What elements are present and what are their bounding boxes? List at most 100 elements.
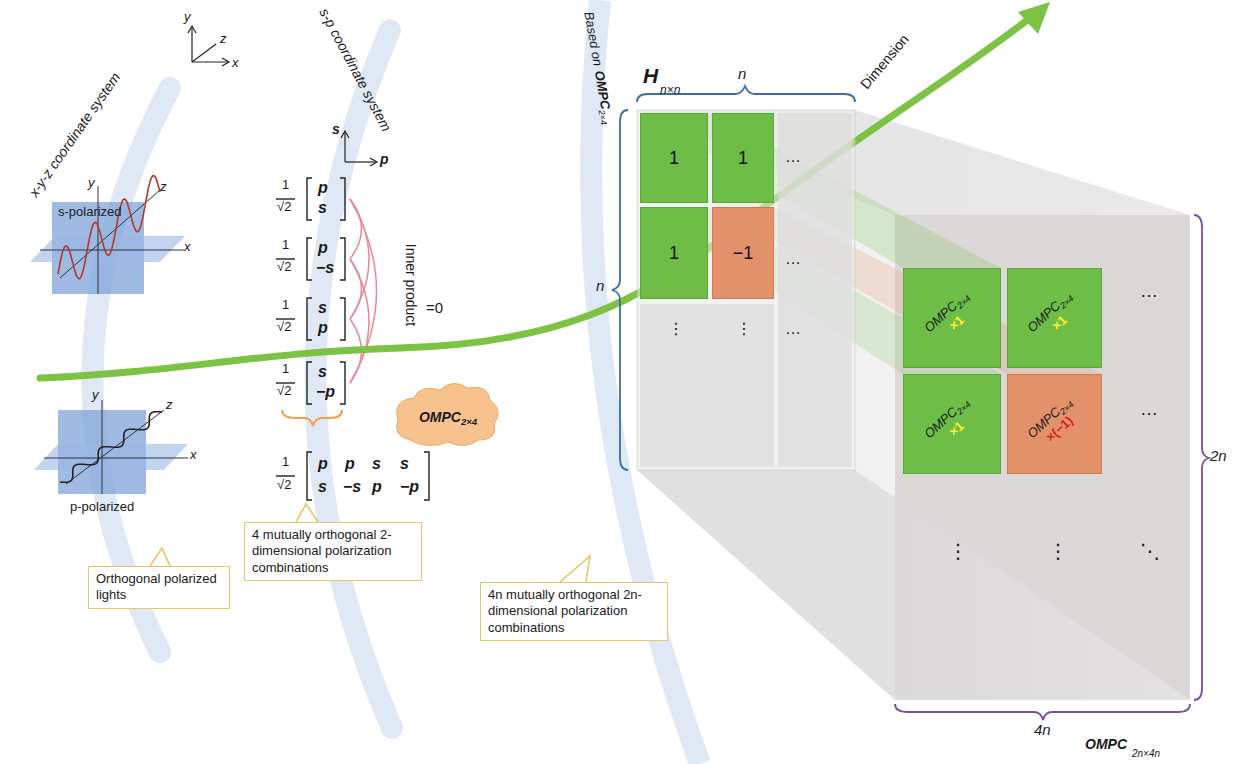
label: x: [190, 448, 197, 462]
brace: [1194, 215, 1209, 700]
node-sub: 2×4: [461, 416, 477, 427]
label: y: [184, 10, 191, 24]
label: x: [232, 56, 239, 70]
label: 1: [282, 178, 289, 192]
cloud-shape: [397, 383, 499, 445]
matrix-cell: −1: [712, 207, 774, 299]
inner-product-arcs: [350, 199, 377, 383]
label: p: [318, 179, 328, 197]
label: p: [318, 455, 328, 473]
matrix-cell: 1: [640, 113, 708, 203]
label: OMPC: [1085, 737, 1127, 752]
label: p: [380, 152, 389, 167]
node-text: 1: [738, 148, 748, 169]
brace: [612, 110, 628, 470]
front-slab: [637, 110, 855, 470]
label: …: [1140, 400, 1158, 420]
arrow-head: [1018, 2, 1050, 34]
label: √2: [277, 260, 291, 274]
label: 1: [282, 455, 289, 469]
grey-cells: [778, 113, 852, 467]
label: Dimension: [858, 32, 912, 93]
label: p: [318, 319, 328, 337]
node-text: Orthogonal polarized lights: [96, 571, 222, 604]
node-text: 1: [669, 243, 679, 264]
matrix-cell: OMPC2×4×1: [1007, 268, 1102, 368]
label: s: [332, 122, 340, 137]
label: ⋮: [668, 320, 684, 338]
label: 2n: [1210, 448, 1227, 465]
axes-icon: [188, 26, 229, 66]
brace: [895, 704, 1190, 720]
label: Inner product: [402, 244, 417, 327]
label: y: [88, 176, 95, 190]
label: x: [184, 240, 191, 254]
label: s: [400, 455, 409, 473]
callout-box: Orthogonal polarized lights: [88, 566, 230, 609]
label: =0: [426, 300, 443, 317]
grey-cells: [640, 304, 774, 467]
label: s: [318, 478, 327, 496]
matrix-cell: OMPC2×4×(−1): [1007, 374, 1102, 474]
node-text: 4 mutually orthogonal 2-dimensional pola…: [252, 527, 414, 576]
label: ⋮: [736, 320, 752, 338]
label: −s: [343, 478, 361, 496]
label: s: [318, 199, 327, 217]
label: s-polarized: [58, 205, 122, 219]
matrix-cell: 1: [712, 113, 774, 203]
sp-axes: [341, 131, 377, 166]
label: z: [220, 32, 227, 46]
callout-tail: [296, 504, 318, 522]
label: x-y-z coordinate system: [26, 70, 123, 200]
label: …: [785, 250, 801, 268]
arc-band: [315, 30, 392, 728]
label: √2: [277, 200, 291, 214]
label: √2: [277, 320, 291, 334]
matrix-cell: OMPC2×4×1: [903, 374, 1001, 474]
node-text: 1: [669, 148, 679, 169]
label: s: [372, 455, 381, 473]
callout-box: 4n mutually orthogonal 2n-dimensional po…: [480, 582, 668, 641]
label: √2: [277, 478, 291, 492]
label: 4n: [1034, 722, 1051, 739]
label: n: [738, 66, 746, 83]
callout-tail: [150, 548, 170, 566]
label: −p: [316, 383, 335, 401]
label: p-polarized: [70, 500, 134, 514]
label: 1: [282, 362, 289, 376]
label: p: [372, 478, 382, 496]
label: …: [785, 148, 801, 166]
callout-box: 4 mutually orthogonal 2-dimensional pola…: [244, 522, 422, 581]
label: 2n×4n: [1132, 748, 1160, 759]
matrix-brackets: [276, 178, 429, 500]
label: s: [318, 363, 327, 381]
node-text: −1: [733, 243, 754, 264]
label: 1: [282, 238, 289, 252]
label: ⋮: [948, 540, 968, 562]
node-text: OMPC: [419, 409, 461, 425]
label: −p: [400, 478, 419, 496]
p-polarized-plot: [34, 400, 188, 494]
label: n: [596, 278, 604, 295]
label: y: [92, 388, 99, 402]
node-text: 4n mutually orthogonal 2n-dimensional po…: [488, 587, 660, 636]
label: s: [318, 299, 327, 317]
brace: [282, 410, 342, 426]
label: ⋮: [1048, 540, 1068, 562]
dimension-arrow: [40, 18, 1030, 378]
matrix-cell: OMPC2×4×1: [903, 268, 1001, 368]
label: −s: [316, 259, 334, 277]
s-polarized-plot: [30, 176, 185, 295]
perspective-face: [637, 110, 1190, 215]
label: …: [1140, 282, 1158, 302]
label: p: [345, 455, 355, 473]
label: 1: [282, 298, 289, 312]
label: H: [643, 64, 658, 87]
matrix-cell: 1: [640, 207, 708, 299]
label: …: [785, 320, 801, 338]
callout-tail: [560, 556, 590, 582]
label: z: [166, 398, 173, 412]
label: √2: [277, 384, 291, 398]
cloud-bubble: OMPC2×4: [400, 394, 496, 440]
arc-label-sub: 2×4: [596, 109, 608, 125]
